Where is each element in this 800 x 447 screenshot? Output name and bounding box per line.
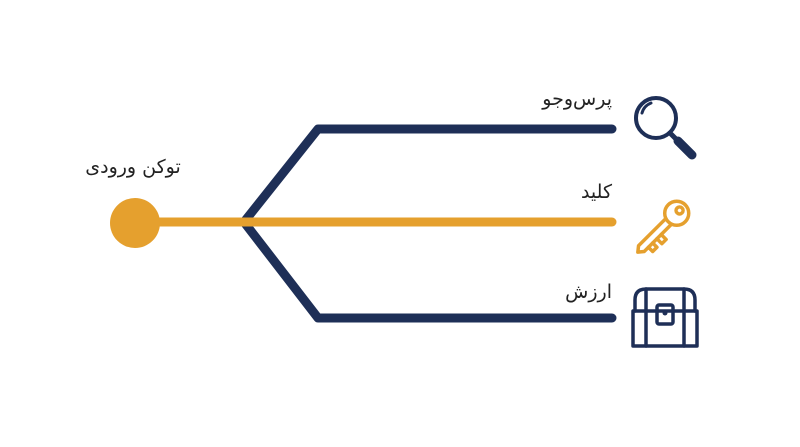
key-icon: [636, 199, 691, 254]
value-label: ارزش: [565, 281, 612, 303]
treasure-chest-icon: [631, 287, 699, 348]
magnifier-icon: [634, 96, 697, 160]
query-label: پرس‌وجو: [542, 88, 612, 110]
query-branch-line: [239, 124, 617, 227]
input-token-label: توکن ورودی: [85, 156, 181, 178]
value-branch-line: [239, 217, 617, 323]
key-label: کلید: [580, 181, 612, 203]
input-token-node: [110, 198, 160, 248]
